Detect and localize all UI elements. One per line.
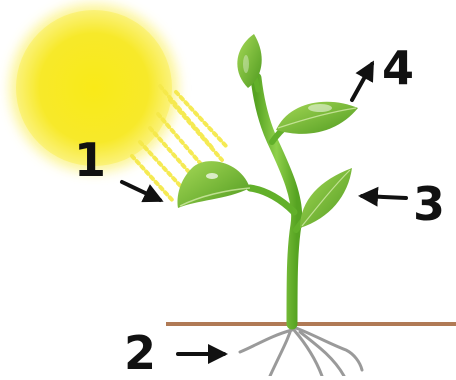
label-4: 4 [382,45,414,91]
arrow-1 [122,182,160,200]
arrow-3 [362,196,406,198]
label-3: 3 [413,181,445,227]
roots-icon [240,326,362,376]
leaf-left [178,161,250,208]
arrow-4 [352,64,372,100]
label-2: 2 [124,330,156,376]
plant-icon [178,34,358,324]
label-1: 1 [74,137,106,183]
